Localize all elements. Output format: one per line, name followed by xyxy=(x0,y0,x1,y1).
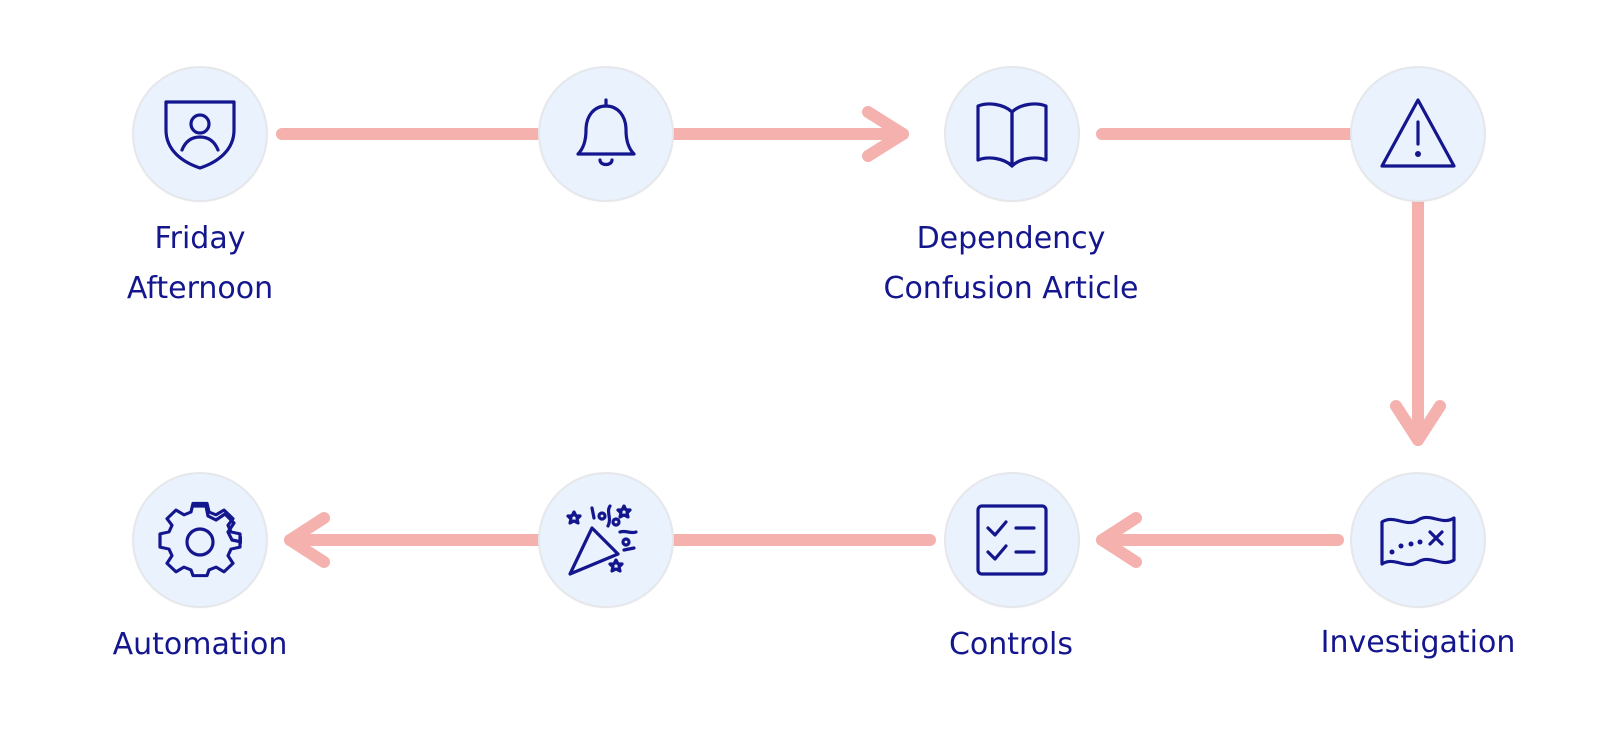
shield-person-icon xyxy=(164,100,236,170)
label-line: Confusion Article xyxy=(883,271,1139,306)
warning-triangle-icon xyxy=(1380,98,1456,168)
arrowhead-article xyxy=(862,106,909,162)
gear-icon xyxy=(158,501,242,578)
treasure-map-icon xyxy=(1380,515,1456,567)
label-line: Controls xyxy=(948,627,1074,662)
label-controls: Controls xyxy=(861,620,1161,670)
node-friday-afternoon xyxy=(134,68,266,200)
label-line: Dependency xyxy=(916,221,1106,256)
party-popper-icon xyxy=(566,504,638,576)
label-friday-afternoon: Friday Afternoon xyxy=(50,214,350,314)
checklist-icon xyxy=(976,504,1048,576)
open-book-icon xyxy=(976,102,1048,168)
bell-icon xyxy=(576,98,636,167)
arrowhead-automation xyxy=(284,512,330,568)
node-alert xyxy=(1352,68,1484,200)
label-line: Automation xyxy=(112,627,288,662)
node-notification xyxy=(540,68,672,200)
node-investigation xyxy=(1352,474,1484,606)
arrowhead-investigation xyxy=(1390,400,1446,446)
label-line: Afternoon xyxy=(126,271,274,306)
node-dependency-confusion-article xyxy=(946,68,1078,200)
label-dependency-confusion-article: Dependency Confusion Article xyxy=(861,214,1161,314)
node-celebration xyxy=(540,474,672,606)
node-automation xyxy=(134,474,266,606)
arrowhead-controls xyxy=(1096,512,1142,568)
label-line: Investigation xyxy=(1320,625,1516,660)
label-investigation: Investigation xyxy=(1268,618,1568,668)
label-line: Friday xyxy=(154,221,246,256)
node-controls xyxy=(946,474,1078,606)
label-automation: Automation xyxy=(50,620,350,670)
